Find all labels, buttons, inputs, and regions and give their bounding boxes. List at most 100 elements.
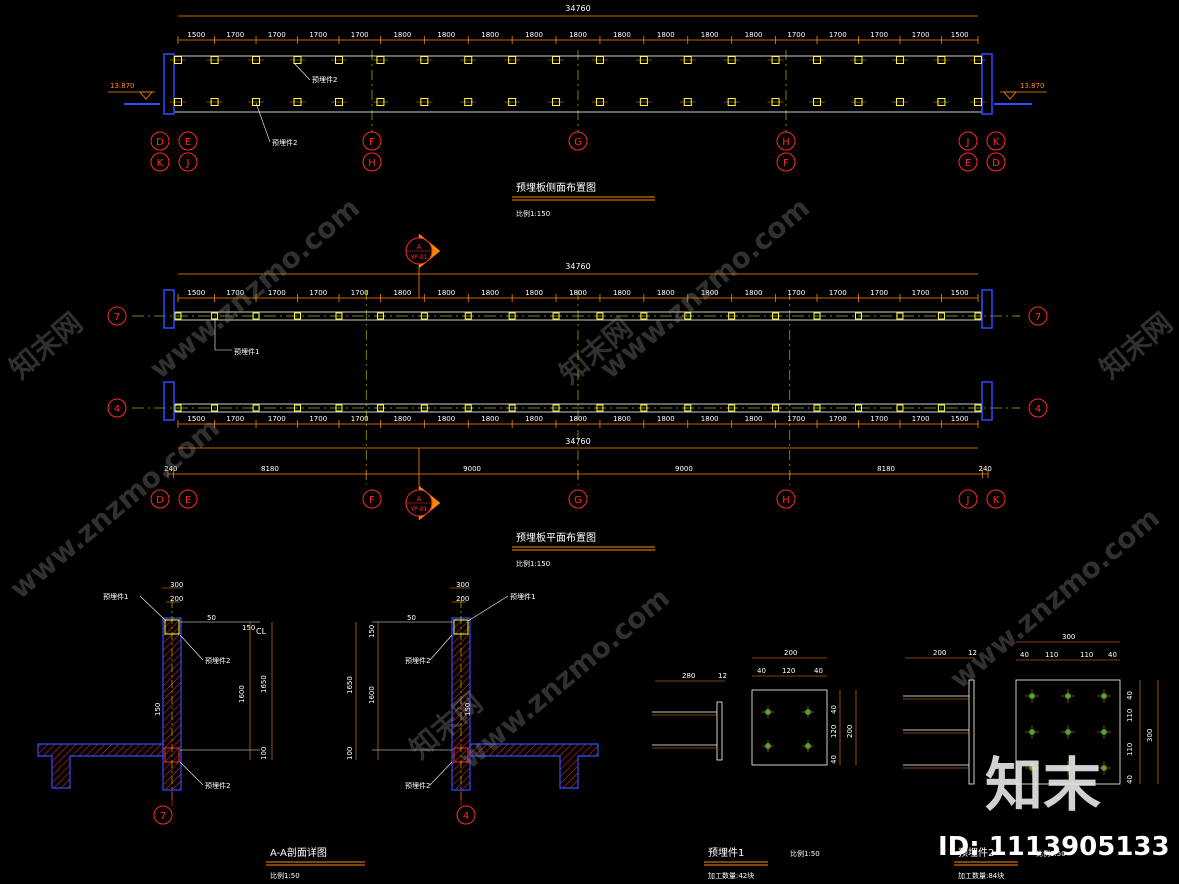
embed-plate [293, 56, 302, 64]
elevation-right-column [981, 53, 993, 115]
row-axis-right-4-label: 4 [1035, 404, 1041, 415]
embed-plate [552, 98, 561, 106]
segment-dim-label: 1700 [309, 31, 327, 39]
embed-plate [937, 98, 946, 106]
segment-dim-label: 1500 [187, 289, 205, 297]
row-axis-left-7-circle [107, 306, 127, 326]
embed-plate [728, 404, 736, 412]
plan-embeds [174, 312, 982, 412]
level-left-text: 13.870 [110, 82, 135, 90]
embed-plate [683, 56, 692, 64]
segment-dim-label: 1800 [437, 289, 455, 297]
part2-studs [1025, 689, 1111, 775]
row-axis-right-7-circle [1028, 306, 1048, 326]
embed-plate [174, 312, 182, 320]
plan-column [163, 381, 175, 421]
part2-detail: 200 12 300 40 110 110 40 40 110 110 40 3… [903, 633, 1159, 880]
segment-dim-label: 1500 [187, 415, 205, 423]
watermark-site-1: www.znzmo.com [143, 191, 366, 385]
embed-plate [420, 56, 429, 64]
embed-plate [974, 404, 982, 412]
part1-dim-40d: 40 [830, 755, 838, 764]
elevation-axis-lower-E-label: E [965, 158, 971, 169]
elevation-label-part2-a: 预埋件2 [312, 75, 337, 84]
embed-plate [552, 56, 561, 64]
watermark-site-5: www.znzmo.com [943, 501, 1166, 695]
section-label-part2-left-b: 预埋件2 [205, 781, 230, 790]
embed-plate [854, 56, 863, 64]
segment-dim-label: 1800 [745, 415, 763, 423]
embed-plate [174, 98, 182, 106]
plan-axis-E-circle [178, 489, 198, 509]
section-slab-left [37, 743, 164, 789]
embed-plate [595, 98, 604, 106]
embed-plate [420, 404, 428, 412]
part1-dim-280: 280 [682, 672, 695, 680]
section-ref-top: YP-01 [410, 254, 428, 261]
embed-plate [937, 312, 945, 320]
plan-columns [163, 289, 993, 421]
brand-logo: 知末 [985, 751, 1101, 819]
level-right-text: 13.870 [1020, 82, 1045, 90]
part2-dim-300-side: 300 [1146, 729, 1154, 742]
segment-dim-label: 1700 [268, 415, 286, 423]
elevation-axis-lower-D-circle [986, 152, 1006, 172]
section-scale: 比例1:50 [270, 871, 300, 880]
embed-plate [293, 98, 302, 106]
segment-dim-label: 1800 [745, 289, 763, 297]
segment-dim-label: 1800 [569, 415, 587, 423]
segment-dim-label: 1700 [268, 31, 286, 39]
plan-axis-J-circle [958, 489, 978, 509]
segment-dim-label: 1800 [701, 415, 719, 423]
part1-dim-40a: 40 [757, 667, 766, 675]
part1-dim-12: 12 [718, 672, 727, 680]
embed-plate [772, 312, 780, 320]
plan-axis-F-label: F [369, 495, 375, 506]
elevation-left-column [163, 53, 175, 115]
section-axis-4-label: 4 [463, 811, 469, 822]
segment-dim-label: 1700 [787, 289, 805, 297]
section-label-part1-right: 预埋件1 [510, 592, 535, 601]
part2-qty: 加工数量:84块 [958, 871, 1004, 880]
section-title: A-A剖面详图 [270, 846, 327, 859]
elevation-axis-G-label: G [574, 137, 582, 148]
embed-plate [640, 312, 648, 320]
embed-plate [684, 312, 692, 320]
embed-plate [813, 404, 821, 412]
row-axis-left-7-label: 7 [114, 312, 120, 323]
embed-plate [854, 312, 862, 320]
part2-dim-40d: 40 [1126, 775, 1134, 784]
watermark-site-cn-1: 知末网 [3, 306, 89, 385]
section-dim-100-right: 100 [346, 747, 354, 760]
embed-plate [376, 56, 385, 64]
segment-dim-label: 1700 [351, 415, 369, 423]
plan-column [981, 381, 993, 421]
embed-plate [174, 56, 182, 64]
elevation-axis-lower-K-circle [150, 152, 170, 172]
segment-dim-label: 1700 [829, 31, 847, 39]
watermark-site-cn-2: 知末网 [553, 311, 639, 390]
elevation-axis-H-label: H [782, 137, 790, 148]
embed-plate [252, 98, 261, 106]
elevation-label-part2-b: 预埋件2 [272, 138, 297, 147]
embed-plate [210, 98, 219, 106]
elevation-axis-lower-K-label: K [157, 158, 164, 169]
segment-dim-label: 1700 [912, 415, 930, 423]
plan-column [163, 289, 175, 329]
segment-dim-label: 1800 [437, 31, 455, 39]
embed-plate [508, 312, 516, 320]
section-ref-bottom: YP-01 [410, 506, 428, 513]
part2-dim-300-top: 300 [1062, 633, 1075, 641]
part1-dim-200-top: 200 [784, 649, 797, 657]
part1-scale: 比例1:50 [790, 849, 820, 858]
segment-dim-label: 1800 [657, 415, 675, 423]
plan-grid-lines [365, 290, 791, 485]
elevation-axis-E-label: E [185, 137, 191, 148]
section-mark-top: A [417, 243, 422, 251]
embed-plate [640, 404, 648, 412]
